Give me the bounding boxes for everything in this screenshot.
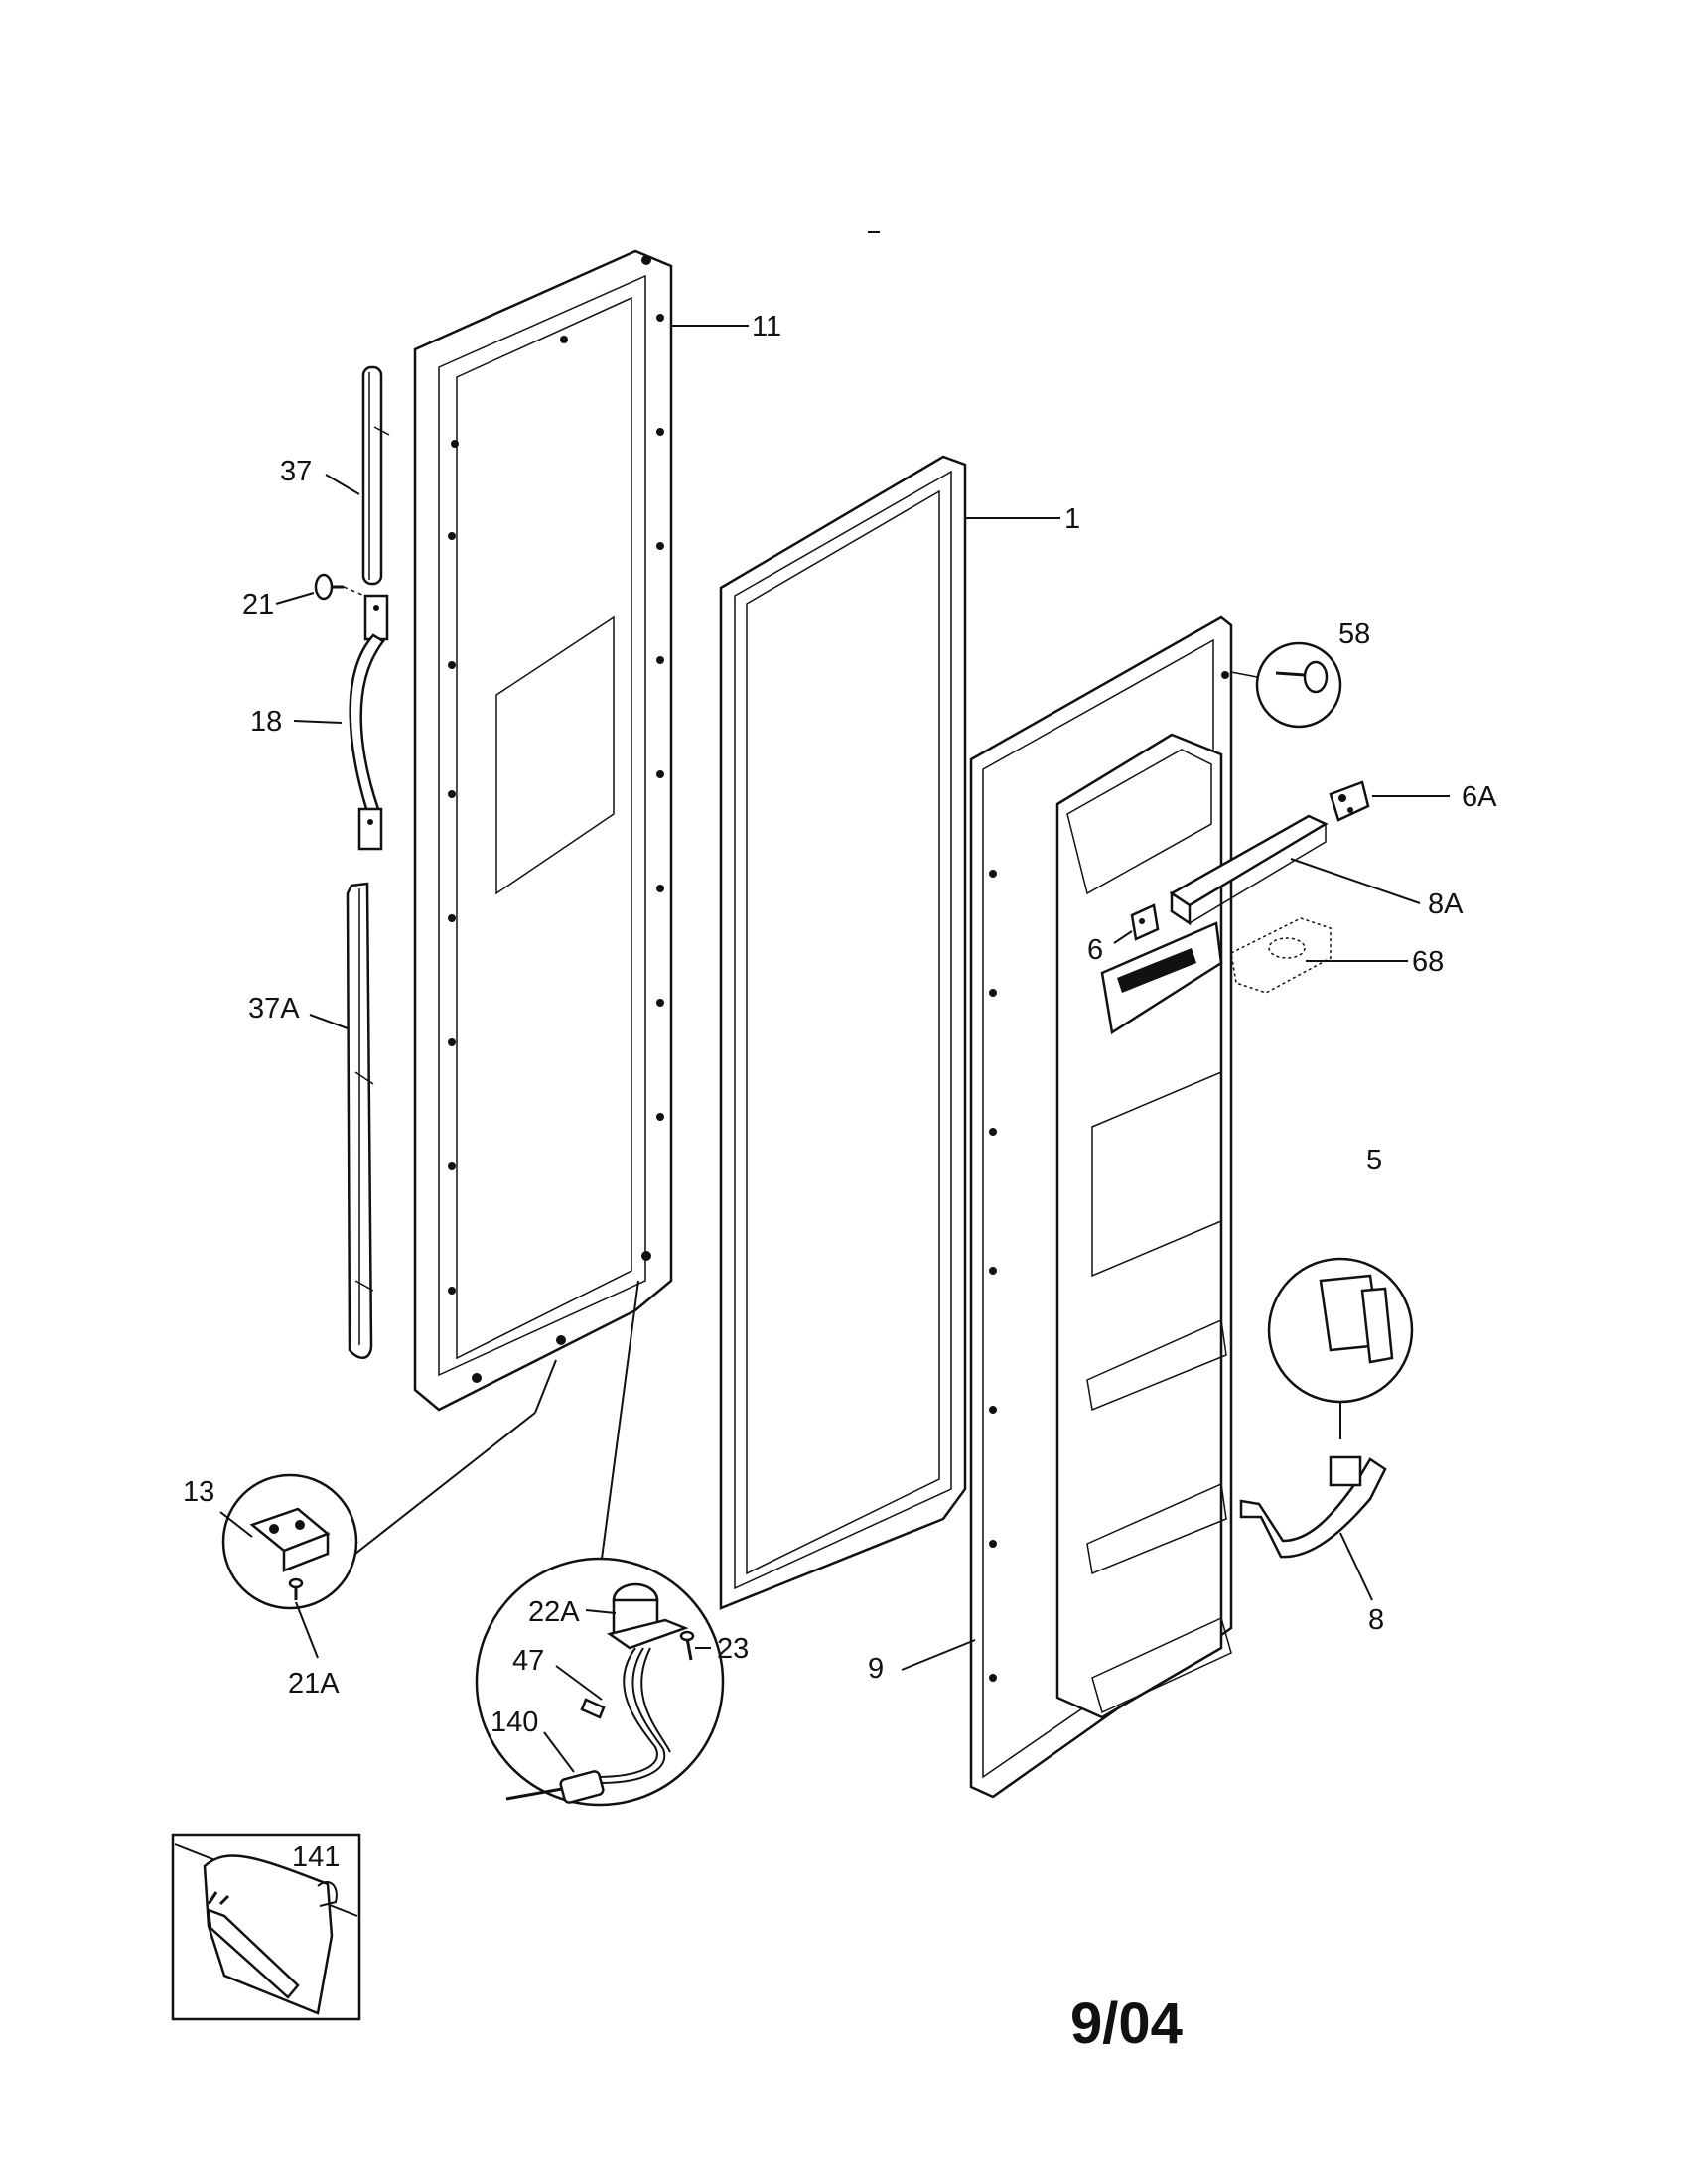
- callout-47: 47: [512, 1645, 544, 1677]
- callout-68: 68: [1412, 946, 1444, 978]
- part-141-literature-box: [171, 1833, 361, 2021]
- callout-8: 8: [1368, 1604, 1384, 1636]
- callout-22A: 22A: [528, 1596, 580, 1628]
- part-5-detail: [1267, 1257, 1414, 1439]
- leader-140: [543, 1731, 575, 1773]
- leader-21A: [295, 1601, 319, 1659]
- callout-58: 58: [1338, 618, 1370, 650]
- leader-18: [293, 720, 343, 724]
- leader-13: [219, 1511, 253, 1538]
- leader-37: [325, 474, 360, 495]
- callout-11: 11: [752, 311, 781, 342]
- part-8-bracket: [1239, 1455, 1387, 1559]
- liner-holes: [989, 671, 1229, 1682]
- frame-holes: [448, 255, 664, 1383]
- callout-6: 6: [1087, 934, 1103, 966]
- leader-22A: [585, 1609, 617, 1614]
- callout-23: 23: [717, 1633, 749, 1665]
- part-6A-clip: [1329, 780, 1370, 822]
- part-37-upper-trim: [361, 365, 390, 586]
- leader-47: [555, 1665, 603, 1701]
- callout-37A: 37A: [248, 993, 300, 1024]
- part-58-screw-detail: [1230, 641, 1342, 729]
- callout-6A: 6A: [1462, 781, 1497, 813]
- callout-8A: 8A: [1428, 888, 1464, 920]
- leader-37A: [309, 1014, 349, 1029]
- callout-141: 141: [292, 1842, 340, 1873]
- date-code: 9/04: [1070, 1991, 1183, 2056]
- leader-8: [1339, 1532, 1373, 1601]
- part-18-handle: [349, 594, 389, 851]
- part-9-inner-liner: [969, 615, 1233, 1799]
- leader-9: [901, 1639, 976, 1671]
- leader-6: [1113, 930, 1133, 944]
- part-21-screw: [314, 573, 370, 601]
- callout-21A: 21A: [288, 1668, 340, 1700]
- callout-37: 37: [280, 456, 312, 487]
- callout-18: 18: [250, 706, 282, 738]
- part-13-hinge-detail: [221, 1359, 557, 1610]
- callout-9: 9: [868, 1653, 884, 1685]
- part-6-clip: [1130, 903, 1160, 941]
- callout-21: 21: [242, 589, 274, 620]
- leader-21: [275, 592, 315, 605]
- part-1-gasket: [719, 455, 967, 1610]
- part-37A-lower-trim: [346, 882, 374, 1359]
- callout-13: 13: [183, 1476, 214, 1508]
- callout-140: 140: [491, 1706, 538, 1738]
- callout-1: 1: [1064, 503, 1080, 535]
- part-8A-bar: [1169, 814, 1329, 926]
- callout-5: 5: [1366, 1145, 1382, 1176]
- part-68-dispenser-phantom: [1230, 917, 1332, 994]
- leader-8A: [1290, 858, 1421, 904]
- part-11-door-frame: [413, 249, 673, 1412]
- light-switch-detail: [475, 1280, 725, 1807]
